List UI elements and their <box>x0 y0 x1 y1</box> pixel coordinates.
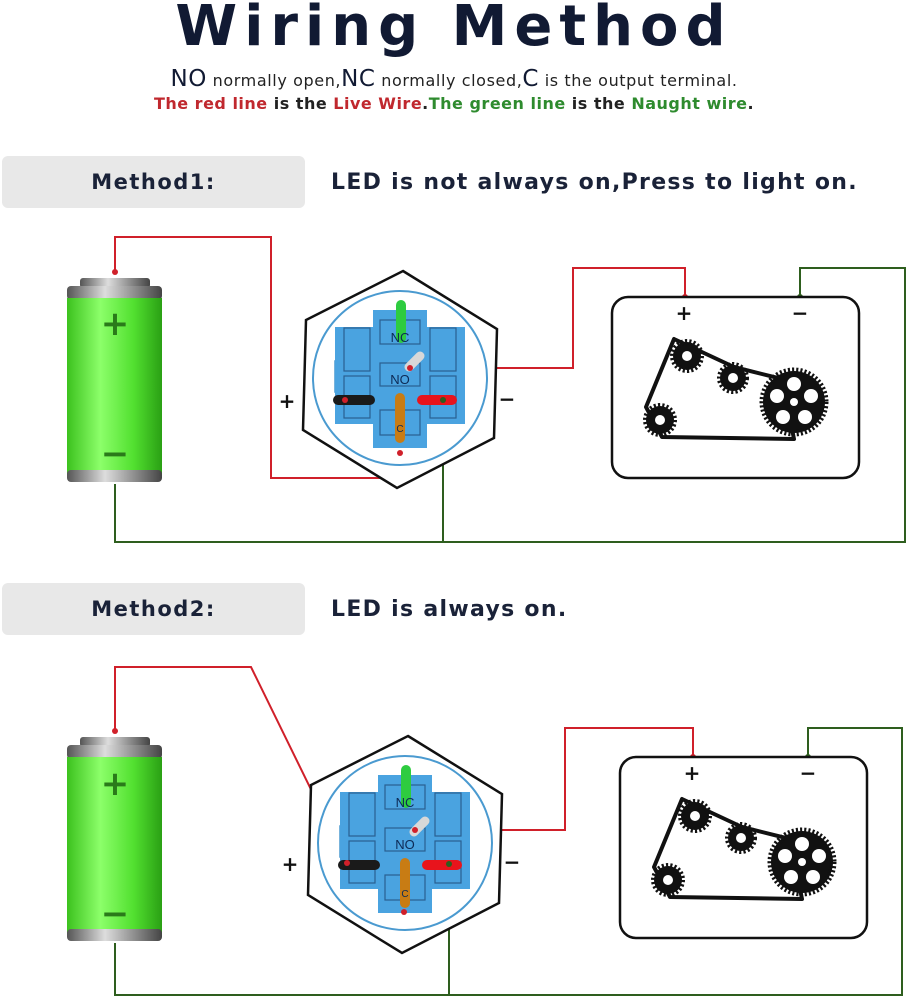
method2-diagram: + − NC NO C + − + − <box>67 666 903 996</box>
method1-description: LED is not always on,Press to light on. <box>331 170 858 195</box>
c-pin-label: C <box>401 889 408 900</box>
c-text: is the output terminal. <box>539 71 738 90</box>
battery-minus-label: − <box>101 434 130 474</box>
no-pin-label: NO <box>395 837 415 852</box>
no-term: NO <box>170 66 207 92</box>
naught-wire-text: Naught wire <box>631 94 748 113</box>
motor-minus-label: − <box>800 761 817 785</box>
wire-legend: The red line is the Live Wire.The green … <box>0 94 908 113</box>
push-button-switch: NC NO C + − <box>279 271 516 488</box>
method1-diagram: + − NC NO C + − + − <box>67 236 906 543</box>
motor-plus-label: + <box>676 301 693 325</box>
red-line-text: The red line <box>153 94 268 113</box>
motor-minus-label: − <box>792 301 809 325</box>
c-pin-label: C <box>396 424 403 435</box>
battery-plus-label: + <box>101 764 130 804</box>
method2-description: LED is always on. <box>331 597 568 622</box>
no-pin-label: NO <box>390 372 410 387</box>
switch-plus-label: + <box>282 852 299 876</box>
method2-label: Method2: <box>2 583 305 635</box>
live-wire-text: Live Wire <box>333 94 423 113</box>
legend-text: is the <box>565 94 632 113</box>
terminal-legend: NO normally open,NC normally closed,C is… <box>0 66 908 92</box>
switch-minus-label: − <box>499 387 516 411</box>
motor-plus-label: + <box>684 761 701 785</box>
legend-text: . <box>422 94 429 113</box>
c-term: C <box>522 66 540 92</box>
battery-minus-label: − <box>101 894 130 934</box>
battery-plus-label: + <box>101 304 130 344</box>
switch-plus-label: + <box>279 389 296 413</box>
page-title: Wiring Method <box>175 0 733 59</box>
motor <box>620 757 867 938</box>
nc-text: normally closed, <box>375 71 523 90</box>
push-button-switch: NC NO C + − <box>282 736 521 953</box>
green-line-text: The green line <box>428 94 566 113</box>
motor <box>612 297 859 478</box>
no-text: normally open, <box>206 71 342 90</box>
nc-pin-label: NC <box>391 330 410 345</box>
legend-text: . <box>747 94 755 113</box>
legend-text: is the <box>267 94 334 113</box>
nc-pin-label: NC <box>396 795 415 810</box>
switch-minus-label: − <box>504 850 521 874</box>
method1-label: Method1: <box>2 156 305 208</box>
nc-term: NC <box>341 66 376 92</box>
